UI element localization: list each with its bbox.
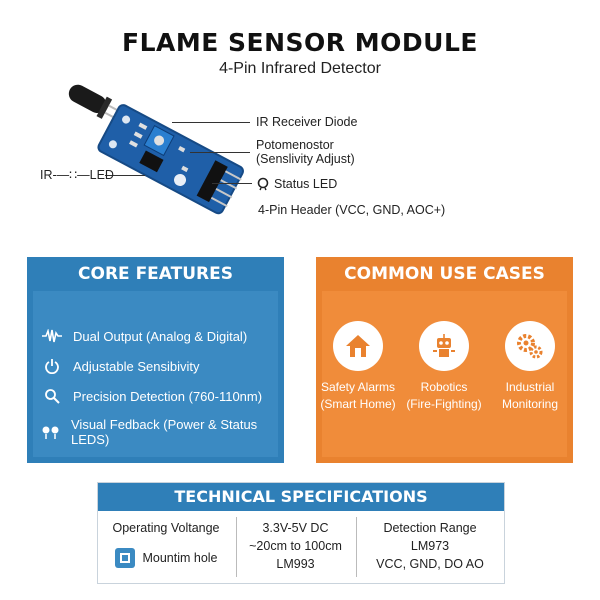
core-features-panel: CORE FEATURES Dual Output (Analog & Digi… (27, 257, 284, 463)
spec-chip-value: LM973 (410, 539, 450, 553)
use-case-label-line2: (Fire-Fighting) (406, 397, 482, 411)
flame-sensor-illustration (68, 84, 244, 215)
use-case-label-line1: Robotics (420, 380, 468, 394)
callout-potentiometer-line2: (Senslivity Adjust) (256, 152, 355, 166)
feature-label: Visual Fedback (Power & Status LEDS) (71, 417, 258, 447)
robot-icon (419, 321, 469, 371)
tech-specs-table: TECHNICAL SPECIFICATIONS Operating Volta… (97, 482, 505, 584)
ir-led-icon (68, 84, 120, 120)
callout-potentiometer-line1: Potomenostor (256, 138, 334, 152)
tech-specs-title: TECHNICAL SPECIFICATIONS (98, 483, 504, 511)
feature-item: Dual Output (Analog & Digital) (41, 327, 247, 345)
leader-ir-receiver (172, 122, 250, 123)
feature-item: Visual Fedback (Power & Status LEDS) (41, 417, 278, 447)
use-case-label-line2: (Smart Home) (320, 397, 396, 411)
core-features-body: Dual Output (Analog & Digital) Adjustabl… (33, 291, 278, 457)
core-features-title: CORE FEATURES (78, 264, 233, 284)
use-case-item: Industrial Monitoring (490, 321, 570, 413)
feature-label: Dual Output (Analog & Digital) (73, 328, 248, 344)
leader-ir-led (105, 175, 145, 176)
spec-range-value: ~20cm to 100cm (249, 539, 342, 553)
callout-ir-receiver: IR Receiver Diode (256, 115, 358, 129)
page-subtitle: 4-Pin Infrared Detector (219, 60, 381, 77)
power-icon (41, 357, 63, 375)
use-cases-panel: COMMON USE CASES Safety Alarms (Smart Ho… (316, 257, 573, 463)
house-icon (333, 321, 383, 371)
feature-label: Precision Detection (760-110nm) (73, 388, 263, 404)
spec-pins-value: VCC, GND, DO AO (376, 557, 484, 571)
magnifier-icon (41, 387, 63, 405)
status-led-icon (256, 177, 270, 191)
use-cases-title: COMMON USE CASES (344, 264, 545, 284)
leader-potentiometer (190, 152, 250, 153)
use-case-label-line2: Monitoring (501, 397, 559, 411)
led-icon (41, 423, 61, 441)
spec-voltage-value: 3.3V-5V DC (262, 521, 329, 535)
leader-status-led (212, 183, 252, 184)
spec-operating-voltage-label: Operating Voltange (112, 521, 220, 535)
use-case-label-line1: Safety Alarms (320, 380, 396, 394)
callout-status-led: Status LED (274, 177, 338, 191)
chip-icon (114, 547, 136, 569)
page-title: FLAME SENSOR MODULE (122, 28, 478, 57)
spec-divider (356, 517, 357, 577)
spec-column-2: 3.3V-5V DC ~20cm to 100cm LM993 (238, 511, 353, 583)
spec-column-1: Operating Voltange Mountim hole (106, 511, 226, 583)
gears-icon (505, 321, 555, 371)
spec-mounting-hole-row: Mountim hole (106, 547, 226, 569)
spec-detection-range-label: Detection Range (383, 521, 477, 535)
use-case-item: Safety Alarms (Smart Home) (318, 321, 398, 413)
feature-label: Adjustable Sensibivity (73, 358, 200, 374)
spec-comparator-value: LM993 (276, 557, 315, 571)
callout-pin-header: 4-Pin Header (VCC, GND, AOC+) (258, 203, 446, 217)
spec-column-3: Detection Range LM973 VCC, GND, DO AO (360, 511, 500, 583)
use-cases-body: Safety Alarms (Smart Home) Robotics (Fir… (320, 291, 570, 457)
spec-divider (236, 517, 237, 577)
spec-mounting-hole-label: Mountim hole (142, 551, 218, 565)
use-case-label-line1: Industrial (505, 380, 555, 394)
waveform-icon (41, 327, 63, 345)
feature-item: Precision Detection (760-110nm) (41, 387, 262, 405)
use-case-item: Robotics (Fire-Fighting) (404, 321, 484, 413)
pcb-board-icon (97, 104, 244, 215)
feature-item: Adjustable Sensibivity (41, 357, 199, 375)
callout-ir-led: IR-—∷—LED (40, 168, 114, 182)
